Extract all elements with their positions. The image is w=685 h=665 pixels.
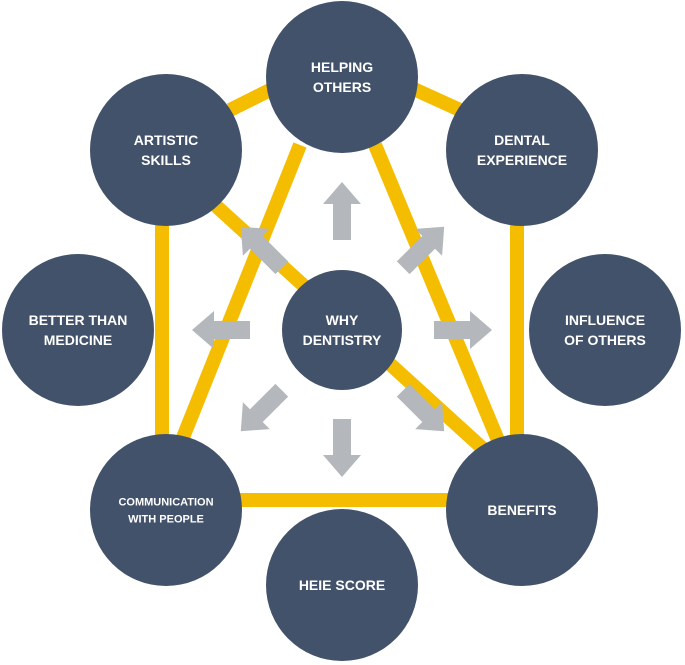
node-label-dental-experience-line-2: EXPERIENCE — [477, 152, 567, 168]
node-artistic-skills: ARTISTIC SKILLS — [90, 74, 242, 226]
connector-helping-others-to-benefits — [368, 142, 507, 448]
node-label-influence-of-others-line-2: OF OTHERS — [564, 332, 646, 348]
node-circle-heie-score — [266, 509, 418, 661]
arrow-up-icon — [323, 182, 361, 240]
arrow-right-icon — [434, 311, 492, 349]
arrow-up-right-icon — [396, 226, 445, 275]
node-label-benefits-line-1: BENEFITS — [487, 502, 556, 518]
node-label-artistic-skills-line-1: ARTISTIC — [134, 132, 199, 148]
node-circle-better-than-medicine — [2, 254, 154, 406]
arrow-down-right-icon — [396, 383, 445, 432]
arrow-down-left-icon — [240, 383, 289, 432]
node-better-than-medicine: BETTER THAN MEDICINE — [2, 254, 154, 406]
node-helping-others: HELPING OTHERS — [266, 1, 418, 153]
center-label-line-2: DENTISTRY — [303, 332, 382, 348]
arrow-left-icon — [192, 311, 250, 349]
node-dental-experience: DENTAL EXPERIENCE — [446, 74, 598, 226]
node-label-heie-score-line-1: HEIE SCORE — [299, 577, 385, 593]
node-communication-with-people: COMMUNICATION WITH PEOPLE — [90, 434, 242, 586]
node-label-dental-experience-line-1: DENTAL — [494, 132, 550, 148]
node-label-artistic-skills-line-2: SKILLS — [141, 152, 191, 168]
arrow-down-icon — [323, 419, 361, 477]
connector-lines — [155, 78, 524, 507]
node-circle-communication-with-people — [90, 434, 242, 586]
node-circle-influence-of-others — [529, 254, 681, 406]
node-circle-helping-others — [266, 1, 418, 153]
node-label-communication-with-people-line-1: COMMUNICATION — [118, 496, 213, 508]
center-circle — [282, 270, 402, 390]
node-label-influence-of-others-line-1: INFLUENCE — [565, 312, 645, 328]
node-label-communication-with-people-line-2: WITH PEOPLE — [128, 513, 204, 525]
node-circle-artistic-skills — [90, 74, 242, 226]
node-influence-of-others: INFLUENCE OF OTHERS — [529, 254, 681, 406]
center-node: WHY DENTISTRY — [282, 270, 402, 390]
connector-helping-others-to-communication-with-people — [173, 142, 307, 448]
node-label-better-than-medicine-line-1: BETTER THAN — [29, 312, 128, 328]
arrow-up-left-icon — [240, 226, 289, 275]
node-circle-dental-experience — [446, 74, 598, 226]
node-benefits: BENEFITS — [446, 434, 598, 586]
node-label-better-than-medicine-line-2: MEDICINE — [44, 332, 112, 348]
node-heie-score: HEIE SCORE — [266, 509, 418, 661]
direction-arrows — [192, 182, 492, 477]
node-circle-benefits — [446, 434, 598, 586]
center-label-line-1: WHY — [326, 312, 359, 328]
node-label-helping-others-line-1: HELPING — [311, 59, 373, 75]
node-label-helping-others-line-2: OTHERS — [313, 79, 371, 95]
